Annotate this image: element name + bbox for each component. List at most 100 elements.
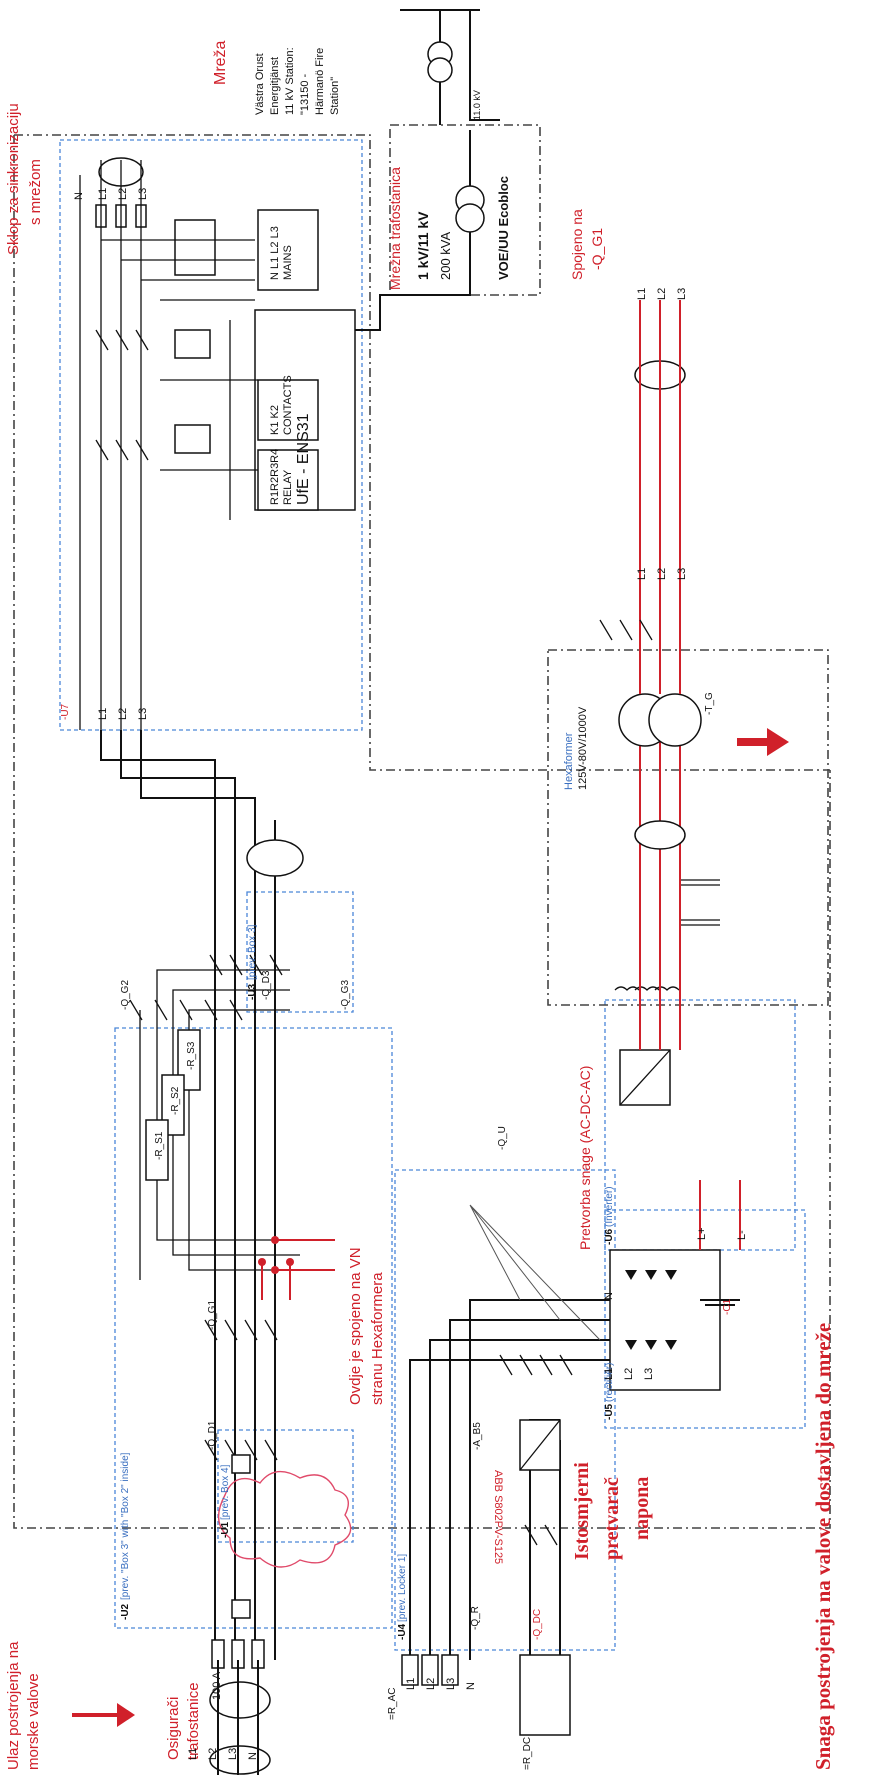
resistor-labels: -R_S3 -R_S2 -R_S1 xyxy=(154,1041,197,1160)
r-ac-2 xyxy=(421,1654,439,1686)
trafo-line-2: 200 kVA xyxy=(438,231,453,280)
label-u5: -U5 xyxy=(604,1403,615,1420)
contacts-box xyxy=(257,379,319,441)
trafo-line-3: VOE/UU Ecobloc xyxy=(496,176,511,280)
phase-l1-mid: L1 xyxy=(97,708,109,720)
cable-bundle-bottom-2 xyxy=(209,1745,271,1775)
vn-dot-d xyxy=(271,1266,279,1274)
phase-l3-qg: L3 xyxy=(676,288,688,300)
u1-enclosure xyxy=(217,1429,354,1543)
label-ens31: UfE - ENS31 xyxy=(295,413,312,505)
r-dc-box xyxy=(519,1654,571,1736)
label-contacts-2: CONTACTS xyxy=(282,375,294,435)
u5-enclosure xyxy=(604,1209,806,1429)
q-d1-switch xyxy=(204,1439,278,1461)
label-istosmjerni-3: napona xyxy=(631,1477,653,1540)
label-q-g1: -Q_G1 xyxy=(207,1300,218,1330)
capacitor-c1 xyxy=(700,1299,740,1306)
dc-bus-red xyxy=(699,1180,741,1250)
label-u3-prev: [prev. Box 3] xyxy=(247,924,258,980)
ovdje-group: Ovdje je spojeno na VN stranu Hexaformer… xyxy=(347,1247,386,1405)
label-u2-prev: [prev. "Box 3" with "Box 2" inside] xyxy=(120,1452,131,1600)
label-sklop-1: Sklop za sinkronizaciju xyxy=(5,103,22,255)
label-r-s2: -R_S2 xyxy=(170,1086,181,1115)
label-q-r: -Q_R xyxy=(470,1606,481,1630)
label-istosmjerni-1: Istosmjerni xyxy=(571,1462,593,1560)
label-abb-s125: ABB S802PV-S125 xyxy=(492,1470,504,1564)
hexaformer-box xyxy=(547,649,829,1006)
phase-l1-u4: L1 xyxy=(405,1678,417,1690)
a-b5-group: -A_B5 xyxy=(472,1422,483,1450)
fault-cloud xyxy=(217,1470,352,1568)
phase-l1-qg: L1 xyxy=(636,288,648,300)
label-osiguraci-1: Osigurači xyxy=(165,1697,182,1760)
label-u1: -U1 xyxy=(220,1521,231,1538)
u7-enclosure xyxy=(59,139,363,731)
u5-label-group: -U5 (rectifier) xyxy=(604,1363,615,1420)
q-u-group: -Q_U xyxy=(497,1126,508,1150)
label-ovdje-2: stranu Hexaformera xyxy=(369,1272,386,1405)
phase-n-bot: N xyxy=(247,1752,259,1760)
label-mrezna-trafo: Mrežna trafostanica xyxy=(387,167,403,290)
label-q-d1: -Q_D1 xyxy=(207,1420,218,1450)
station-line-3: 11 kV Station: xyxy=(284,47,296,115)
ens31-group: UfE - ENS31 R1R2R3R4 RELAY K1 K2 CONTACT… xyxy=(269,226,312,505)
inverter-caps xyxy=(680,879,720,926)
u1-label-group: -U1 [prev. Box 4] xyxy=(220,1464,231,1538)
phase-l3-rect: L3 xyxy=(643,1368,655,1380)
label-ulaz-2: morske valove xyxy=(25,1673,42,1770)
relay-k1-box xyxy=(174,329,211,359)
phase-lm-rect: L- xyxy=(736,1230,748,1240)
q-dc-group: -Q_DC xyxy=(532,1609,543,1640)
label-relay-1: R1R2R3R4 xyxy=(269,449,281,505)
phase-l1-hexa: L1 xyxy=(636,568,648,580)
phase-l1-rect: L1 xyxy=(603,1368,615,1380)
label-u6-prev: (Inverter) xyxy=(604,1186,615,1227)
meter-b xyxy=(231,1599,251,1619)
label-mreza: Mreža xyxy=(212,40,229,85)
label-hexa-1: Hexaformer xyxy=(563,732,575,790)
u2-wiring xyxy=(139,969,300,1280)
meter-a xyxy=(231,1454,251,1474)
phase-l3-mid: L3 xyxy=(137,708,149,720)
label-r-dc: =R_DC xyxy=(522,1737,533,1770)
phase-l3-hexa: L3 xyxy=(676,568,688,580)
label-u5-prev: (rectifier) xyxy=(604,1363,615,1402)
osiguraci-group: Osigurači trafostanice xyxy=(165,1682,202,1760)
mrezna-trafo-group: Mrežna trafostanica xyxy=(387,167,403,290)
label-spojeno-2: -Q_G1 xyxy=(589,228,605,270)
q-g3-group: -Q_G3 xyxy=(340,980,351,1010)
cable-bundle-bottom xyxy=(209,1681,271,1719)
u7-wiring xyxy=(79,160,258,730)
relay-box xyxy=(257,449,319,511)
phase-l1-bot: L1 xyxy=(187,1748,199,1760)
u4-ac-lines xyxy=(409,1299,700,1660)
label-ovdje-1: Ovdje je spojeno na VN xyxy=(347,1247,364,1405)
label-u2: -U2 xyxy=(120,1603,131,1620)
vn-dot-b xyxy=(258,1258,266,1266)
q-g2-switch xyxy=(129,999,243,1021)
label-a-b5: -A_B5 xyxy=(472,1422,483,1450)
output-red-lines xyxy=(639,730,681,1050)
station-line-5: Härmanö Fire xyxy=(314,48,326,115)
phase-l3-top: L3 xyxy=(137,188,149,200)
phase-labels-hexa: L1 L2 L3 L1 L2 L3 xyxy=(636,288,688,580)
label-c1: -C1 xyxy=(722,1298,733,1315)
outer-dash-left xyxy=(13,135,831,1529)
inverter-diag xyxy=(619,1049,671,1106)
abb-group: ABB S802PV-S125 xyxy=(492,1470,504,1564)
station-text-group: Västra Orust Energitjänst 11 kV Station:… xyxy=(254,47,341,115)
label-u7: -U7 xyxy=(60,703,71,720)
snaga-group: Snaga postrojenja na valove dostavljena … xyxy=(811,1323,835,1770)
station-line-6: Station" xyxy=(329,77,341,115)
phase-n-top: N xyxy=(73,192,85,200)
label-fuse-100a: 100 A xyxy=(211,1671,223,1700)
label-mains-2: MAINS xyxy=(282,245,294,280)
label-q-g3: -Q_G3 xyxy=(340,980,351,1010)
label-r-s1: -R_S1 xyxy=(154,1131,165,1160)
r-ac-group: =R_AC xyxy=(387,1687,398,1720)
label-u6: -U6 xyxy=(604,1228,615,1245)
q-u-switch xyxy=(499,1354,573,1376)
phase-l1-top: L1 xyxy=(97,188,109,200)
